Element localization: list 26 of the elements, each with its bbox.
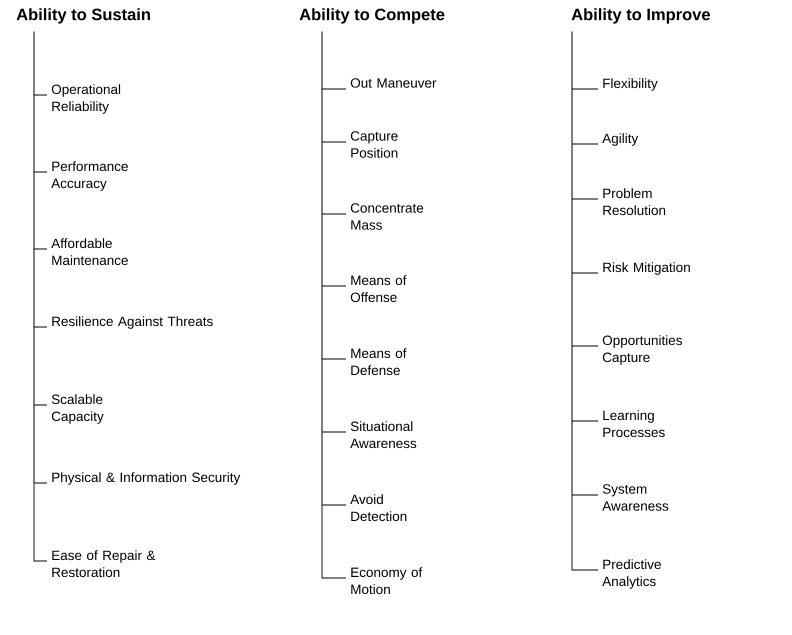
item-label: Ease of Repair & Restoration [52,550,156,578]
item-label: Means of Defense [351,348,406,376]
item-label: Performance Accuracy [51,161,128,191]
item-label: Learning Processes [603,410,665,438]
item-label: Problem Resolution [603,188,666,216]
item-label: Physical & Information Security [52,472,240,485]
heading: Ability to Compete [300,8,444,24]
item-label: Means of Offense [350,275,406,302]
item-label: Resilience Against Threats [52,316,213,329]
item-label: Economy of Motion [351,567,422,594]
item-label: Capture Position [350,131,398,158]
item-label: Risk Mitigation [603,262,690,275]
item-label: Concentrate Mass [350,203,424,230]
item-label: System Awareness [602,484,668,511]
item-label: Situational Awareness [350,421,416,448]
item-label: Out Maneuver [350,78,436,88]
heading: Ability to Improve [572,8,710,24]
item-label: Flexibility [603,78,658,91]
item-label: Predictive Analytics [602,559,661,589]
item-label: Operational Reliability [52,84,120,114]
item-label: Opportunities Capture [602,335,682,365]
item-label: Avoid Detection [350,494,406,522]
item-label: Affordable Maintenance [51,238,128,266]
heading: Ability to Sustain [16,8,150,24]
item-label: Agility [602,133,638,146]
item-label: Scalable Capacity [52,394,104,424]
